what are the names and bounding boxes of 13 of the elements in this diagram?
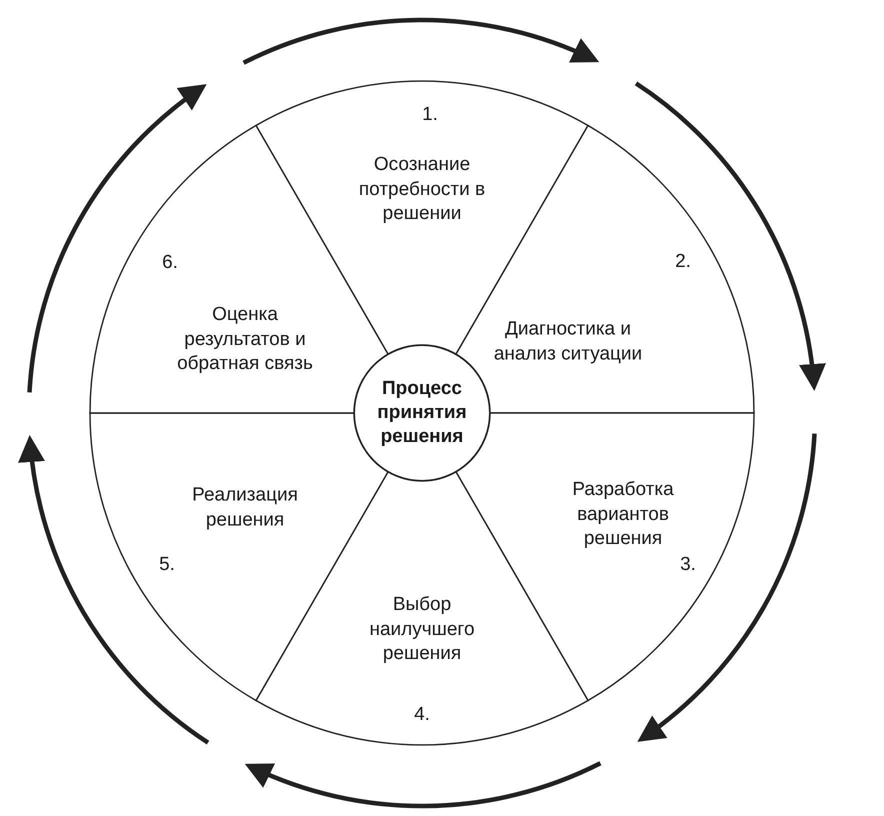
step-label: Разработка вариантов решения — [571, 478, 675, 552]
step-number: 6. — [162, 252, 178, 274]
step-label: Диагностика и анализ ситуации — [493, 317, 643, 366]
step-number: 1. — [422, 104, 438, 126]
step-label: Выбор наилучшего решения — [368, 592, 476, 666]
step-number: 2. — [675, 251, 691, 273]
step-number: 3. — [680, 554, 696, 576]
step-number: 5. — [159, 554, 175, 576]
step-number: 4. — [414, 704, 430, 726]
step-label: Оценка результатов и обратная связь — [176, 302, 314, 376]
step-label: Осознание потребности в решении — [358, 152, 486, 226]
hub-label: Процесс принятия решения — [376, 377, 468, 449]
step-label: Реализация решения — [191, 483, 299, 532]
